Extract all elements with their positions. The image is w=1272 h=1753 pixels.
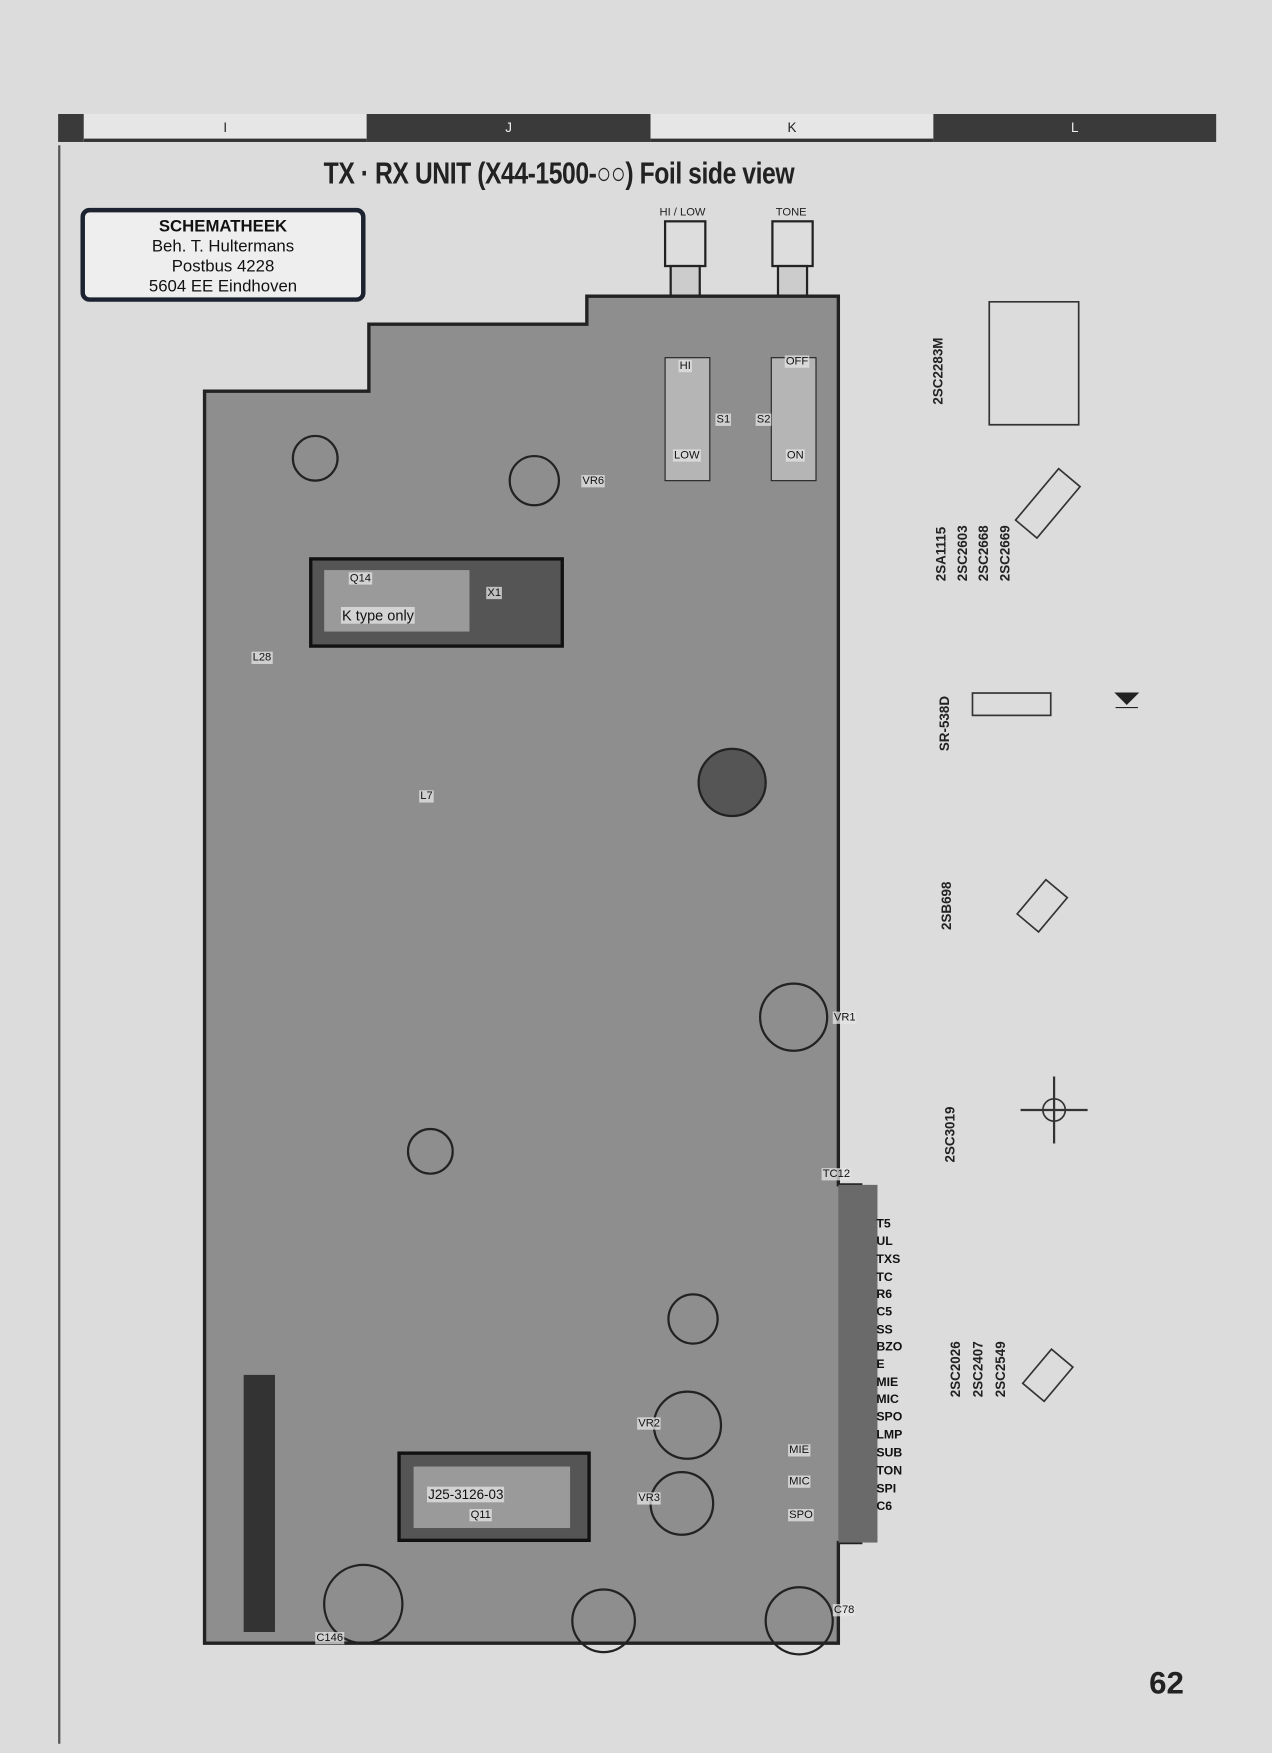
connector-pin-label: TON (876, 1464, 903, 1478)
connector-pin-label: E (876, 1358, 885, 1372)
package-outline-to92 (1014, 467, 1082, 540)
vr6-label: VR6 (581, 475, 606, 488)
capacitor-c146 (323, 1563, 404, 1645)
connector-pin-label: LMP (876, 1428, 903, 1442)
switch-hi-label: HI (678, 359, 692, 373)
part-label: 2SC2549 (992, 1341, 1009, 1398)
spo-pad-label: SPO (788, 1509, 814, 1522)
part-label: 2SA1115 (933, 526, 950, 582)
trimmer-vr6 (508, 454, 561, 507)
stamp-line: Postbus 4228 (171, 257, 275, 277)
capacitor (406, 1127, 454, 1175)
c78-label: C78 (832, 1604, 856, 1617)
crystal-label: X1 (486, 586, 503, 600)
connector-pin-label: SPI (876, 1482, 897, 1496)
part-label: 2SC2407 (970, 1341, 986, 1398)
switch-on-label: ON (785, 449, 805, 462)
diode-outline (971, 692, 1052, 717)
package-outline-2sc2026 (1021, 1347, 1075, 1403)
part-label-2sb698: 2SB698 (938, 881, 955, 931)
connector-pin-label: MIE (876, 1376, 899, 1390)
page-border (58, 145, 61, 1744)
capacitor-c116 (291, 434, 339, 482)
switch-off-label: OFF (784, 355, 810, 368)
stamp-line: SCHEMATHEEK (158, 216, 288, 236)
k-type-label: K type only (340, 606, 416, 624)
pcb-outline (202, 294, 863, 1645)
connector-pin-label: C6 (876, 1500, 893, 1514)
part-label-sr538d: SR-538D (936, 695, 953, 752)
page-number: 62 (1149, 1665, 1184, 1701)
part-label-2sc2283m: 2SC2283M (930, 337, 946, 405)
grid-column-j: J (366, 114, 651, 142)
stamp-line: Beh. T. Hultermans (151, 236, 295, 256)
switch-s1-label: S1 (715, 413, 732, 426)
l28-label: L28 (251, 651, 273, 664)
edge-connector (838, 1184, 878, 1543)
library-stamp: SCHEMATHEEK Beh. T. Hultermans Postbus 4… (80, 207, 366, 302)
connector-pin-label: R6 (876, 1287, 893, 1302)
vr2-label: VR2 (637, 1417, 662, 1430)
connector-pin-label: SPO (876, 1410, 903, 1425)
l7-label: L7 (419, 790, 434, 803)
c146-label: C146 (315, 1631, 345, 1645)
connector-pin-label: SUB (876, 1446, 903, 1460)
diode-symbol (1114, 692, 1140, 709)
grid-column-l: L (933, 114, 1217, 142)
mie-pad-label: MIE (788, 1444, 811, 1457)
mic-pad-label: MIC (788, 1475, 811, 1488)
part-label: 2SC2603 (954, 525, 971, 582)
switch-s2-label: S2 (755, 413, 772, 426)
connector-pin-label: SS (876, 1323, 893, 1337)
package-outline-2sb698 (1015, 878, 1069, 934)
ic-ref-label: Q11 (469, 1509, 493, 1522)
grid-bar-start (58, 114, 84, 142)
tone-knob (771, 220, 814, 268)
capacitor-c78 (764, 1586, 834, 1656)
hi-low-knob (663, 220, 707, 268)
vr3-label: VR3 (637, 1492, 662, 1505)
page-title: TX · RX UNIT (X44-1500-○○) Foil side vie… (323, 156, 795, 191)
connector-pin-label: T5 (876, 1217, 891, 1231)
q14-label: Q14 (348, 572, 373, 585)
grid-column-i: I (83, 114, 367, 142)
part-label: 2SC2669 (997, 525, 1013, 582)
switch-s1 (664, 357, 711, 482)
connector-pin-label: TXS (876, 1253, 901, 1267)
part-label-2sc3019: 2SC3019 (942, 1106, 958, 1163)
connector-pin-label: BZO (876, 1340, 903, 1354)
vr1-label: VR1 (832, 1011, 857, 1024)
capacitor-c145 (571, 1588, 637, 1654)
stamp-line: 5604 EE Eindhoven (148, 277, 298, 297)
power-transistor (697, 747, 767, 818)
hi-low-label: HI / LOW (659, 206, 706, 220)
pin-header (243, 1374, 275, 1632)
switch-s2 (770, 357, 817, 482)
connector-pin-label: TC (876, 1270, 893, 1285)
capacitor-c83 (667, 1293, 719, 1345)
package-leads (1020, 1076, 1088, 1144)
connector-pin-label: UL (876, 1235, 893, 1249)
connector-pin-label: C5 (876, 1305, 893, 1320)
connector-pin-label: MIC (876, 1392, 899, 1407)
part-label: 2SC2668 (975, 525, 992, 582)
tc12-label: TC12 (821, 1168, 852, 1181)
package-outline-2sc2283m (988, 300, 1080, 426)
part-label: 2SC2026 (947, 1341, 964, 1398)
switch-low-label: LOW (672, 449, 701, 462)
tone-label: TONE (775, 206, 807, 220)
grid-column-k: K (650, 114, 934, 142)
ic-part-label: J25-3126-03 (426, 1486, 505, 1503)
trimmer-vr1 (758, 982, 829, 1052)
